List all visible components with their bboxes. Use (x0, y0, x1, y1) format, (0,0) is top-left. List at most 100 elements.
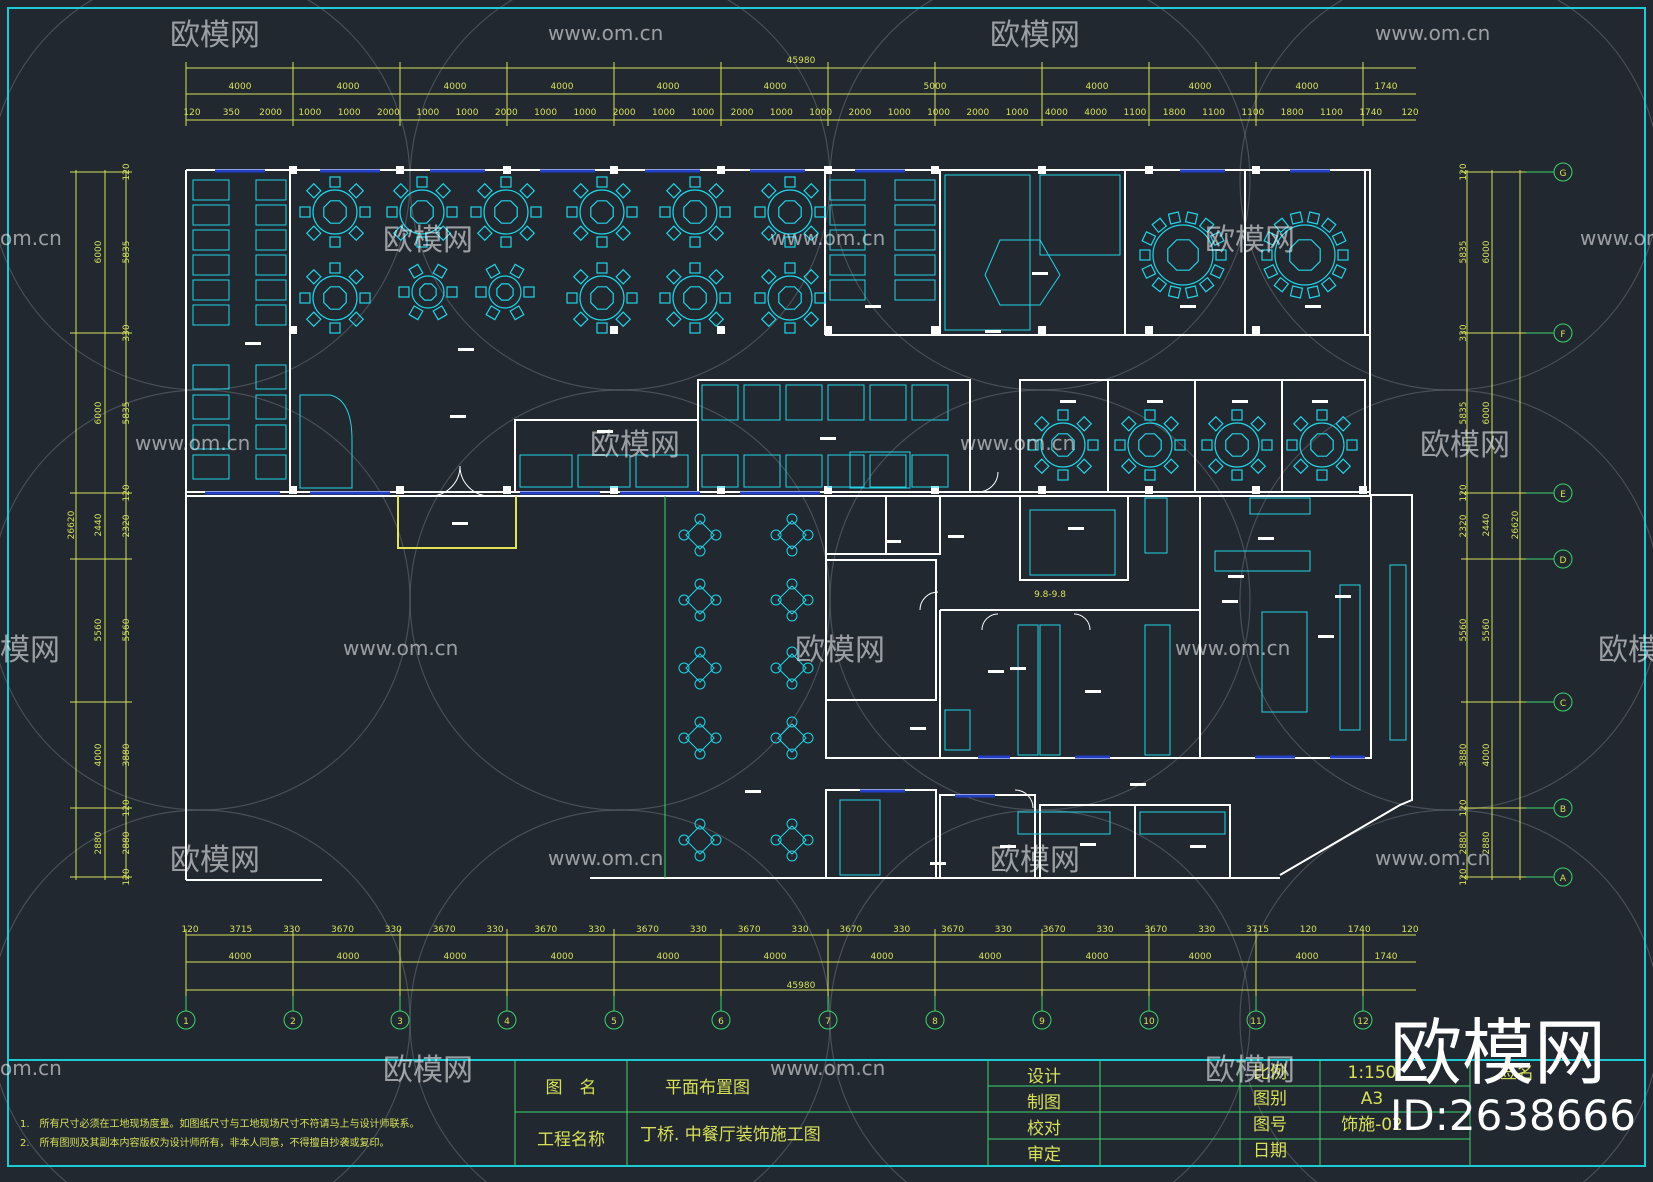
svg-text:www.om.cn: www.om.cn (1580, 226, 1653, 250)
round-table (754, 262, 826, 334)
top-dim-r2-5: 2000 (377, 108, 400, 118)
right-overall-dimension: 26620 (1511, 510, 1521, 539)
bottom-dim-r1-8: 330 (588, 925, 605, 935)
column-axis-5 (604, 1010, 624, 1030)
top-dim-r2-18: 1000 (888, 108, 911, 118)
column-axis-10 (1139, 1010, 1159, 1030)
column-axis-label-7: 7 (825, 1017, 831, 1027)
meta-label-scale: 比例 (1253, 1063, 1287, 1083)
round-table (1027, 409, 1099, 481)
round-table (754, 176, 826, 248)
left-overall-dimension: 26620 (67, 510, 77, 539)
bottom-dim-r1-20: 330 (1198, 925, 1215, 935)
top-dim-r2-1: 350 (223, 108, 240, 118)
top-dim-r2-16: 1000 (809, 108, 832, 118)
top-dim-r2-4: 1000 (338, 108, 361, 118)
left-inner-dim-2: 330 (122, 324, 132, 341)
top-dim-r2-22: 4000 (1045, 108, 1068, 118)
row-axis-F (1553, 323, 1573, 343)
top-dim-r1-1: 4000 (337, 82, 360, 92)
svg-text:模网: 模网 (0, 633, 60, 668)
scale-value: 1:150 (1348, 1063, 1397, 1083)
column-axis-label-12: 12 (1357, 1017, 1368, 1027)
svg-text:欧模网: 欧模网 (795, 633, 885, 668)
svg-text:www.om.cn: www.om.cn (548, 21, 663, 45)
round-table (475, 263, 535, 321)
meta-label-date: 日期 (1253, 1141, 1287, 1161)
right-inner-dim-9: 2880 (1459, 831, 1469, 854)
round-table (1139, 211, 1227, 299)
right-mid-dim-5: 2880 (1482, 831, 1492, 854)
bottom-dim-r2-0: 4000 (229, 952, 252, 962)
four-seat-table (678, 646, 722, 690)
svg-text:欧模网: 欧模网 (1420, 428, 1510, 463)
top-dim-r1-8: 4000 (1189, 82, 1212, 92)
four-seat-table (678, 818, 722, 862)
right-mid-dim-4: 4000 (1482, 743, 1492, 766)
column-axis-7 (818, 1010, 838, 1030)
column-axis-label-11: 11 (1250, 1017, 1261, 1027)
four-seat-table (770, 578, 814, 622)
bottom-dim-r1-19: 3670 (1144, 925, 1167, 935)
round-table (1201, 409, 1273, 481)
overall-top-dimension: 45980 (787, 56, 816, 66)
svg-text:om.cn: om.cn (0, 226, 62, 250)
bottom-dim-r2-11: 1740 (1375, 952, 1398, 962)
note-1: 1. 所有尺寸必须在工地现场度量。如图纸尺寸与工地现场尺寸不符请马上与设计师联系… (20, 1117, 420, 1130)
bottom-dim-r2-5: 4000 (764, 952, 787, 962)
right-inner-dim-8: 120 (1459, 799, 1469, 816)
top-dim-r2-26: 1100 (1202, 108, 1225, 118)
svg-text:欧模网: 欧模网 (1205, 223, 1295, 258)
svg-text:欧模网: 欧模网 (1598, 633, 1653, 668)
four-seat-table (770, 818, 814, 862)
note-2: 2. 所有图则及其副本内容版权为设计师所有，非本人同意，不得擅自抄袭或复印。 (20, 1136, 390, 1149)
column-axis-8 (925, 1010, 945, 1030)
top-dim-r2-23: 4000 (1084, 108, 1107, 118)
top-dim-r2-0: 120 (183, 108, 200, 118)
watermarks: 欧模网 www.om.cn 欧模网 www.om.cn om.cn 欧模网 ww… (0, 18, 1653, 1088)
row-axis-label-A: A (1560, 874, 1567, 884)
left-inner-dim-4: 120 (122, 484, 132, 501)
top-dim-r1-2: 4000 (444, 82, 467, 92)
row-axis-label-F: F (1560, 330, 1565, 340)
svg-text:www.om.cn: www.om.cn (1375, 846, 1490, 870)
column-axis-label-2: 2 (290, 1017, 296, 1027)
row-axis-label-B: B (1560, 805, 1566, 815)
left-inner-dim-0: 120 (122, 163, 132, 180)
column-axis-label-1: 1 (183, 1017, 189, 1027)
top-dim-r2-11: 2000 (613, 108, 636, 118)
row-axis-D (1553, 549, 1573, 569)
top-dim-r2-24: 1100 (1124, 108, 1147, 118)
bottom-dim-r1-16: 330 (995, 925, 1012, 935)
right-inner-dim-4: 120 (1459, 484, 1469, 501)
round-table (1114, 409, 1186, 481)
top-dimensions (185, 62, 1416, 126)
top-dim-r2-19: 1000 (927, 108, 950, 118)
bottom-dim-r2-2: 4000 (444, 952, 467, 962)
title-label-drawing-name: 图 名 (546, 1078, 597, 1098)
top-dim-r2-28: 1800 (1281, 108, 1304, 118)
svg-text:www.om.cn: www.om.cn (960, 431, 1075, 455)
side-dimensions (70, 170, 1526, 880)
round-table (299, 262, 371, 334)
top-dim-r2-2: 2000 (259, 108, 282, 118)
drawing-number-value: 饰施-02 (1341, 1115, 1403, 1135)
left-inner-dim-9: 2880 (122, 831, 132, 854)
column-axis-label-10: 10 (1143, 1017, 1155, 1027)
column-axis-label-9: 9 (1039, 1017, 1045, 1027)
column-axis-11 (1246, 1010, 1266, 1030)
project-name: 丁桥. 中餐厅装饰施工图 (640, 1125, 821, 1145)
bottom-dim-r1-24: 120 (1401, 925, 1418, 935)
right-inner-dim-5: 2320 (1459, 514, 1469, 537)
booth-seating (192, 179, 949, 489)
right-inner-dim-2: 330 (1459, 324, 1469, 341)
column-axis-4 (497, 1010, 517, 1030)
four-seat-tables (678, 513, 814, 862)
structural-columns (289, 166, 1367, 494)
